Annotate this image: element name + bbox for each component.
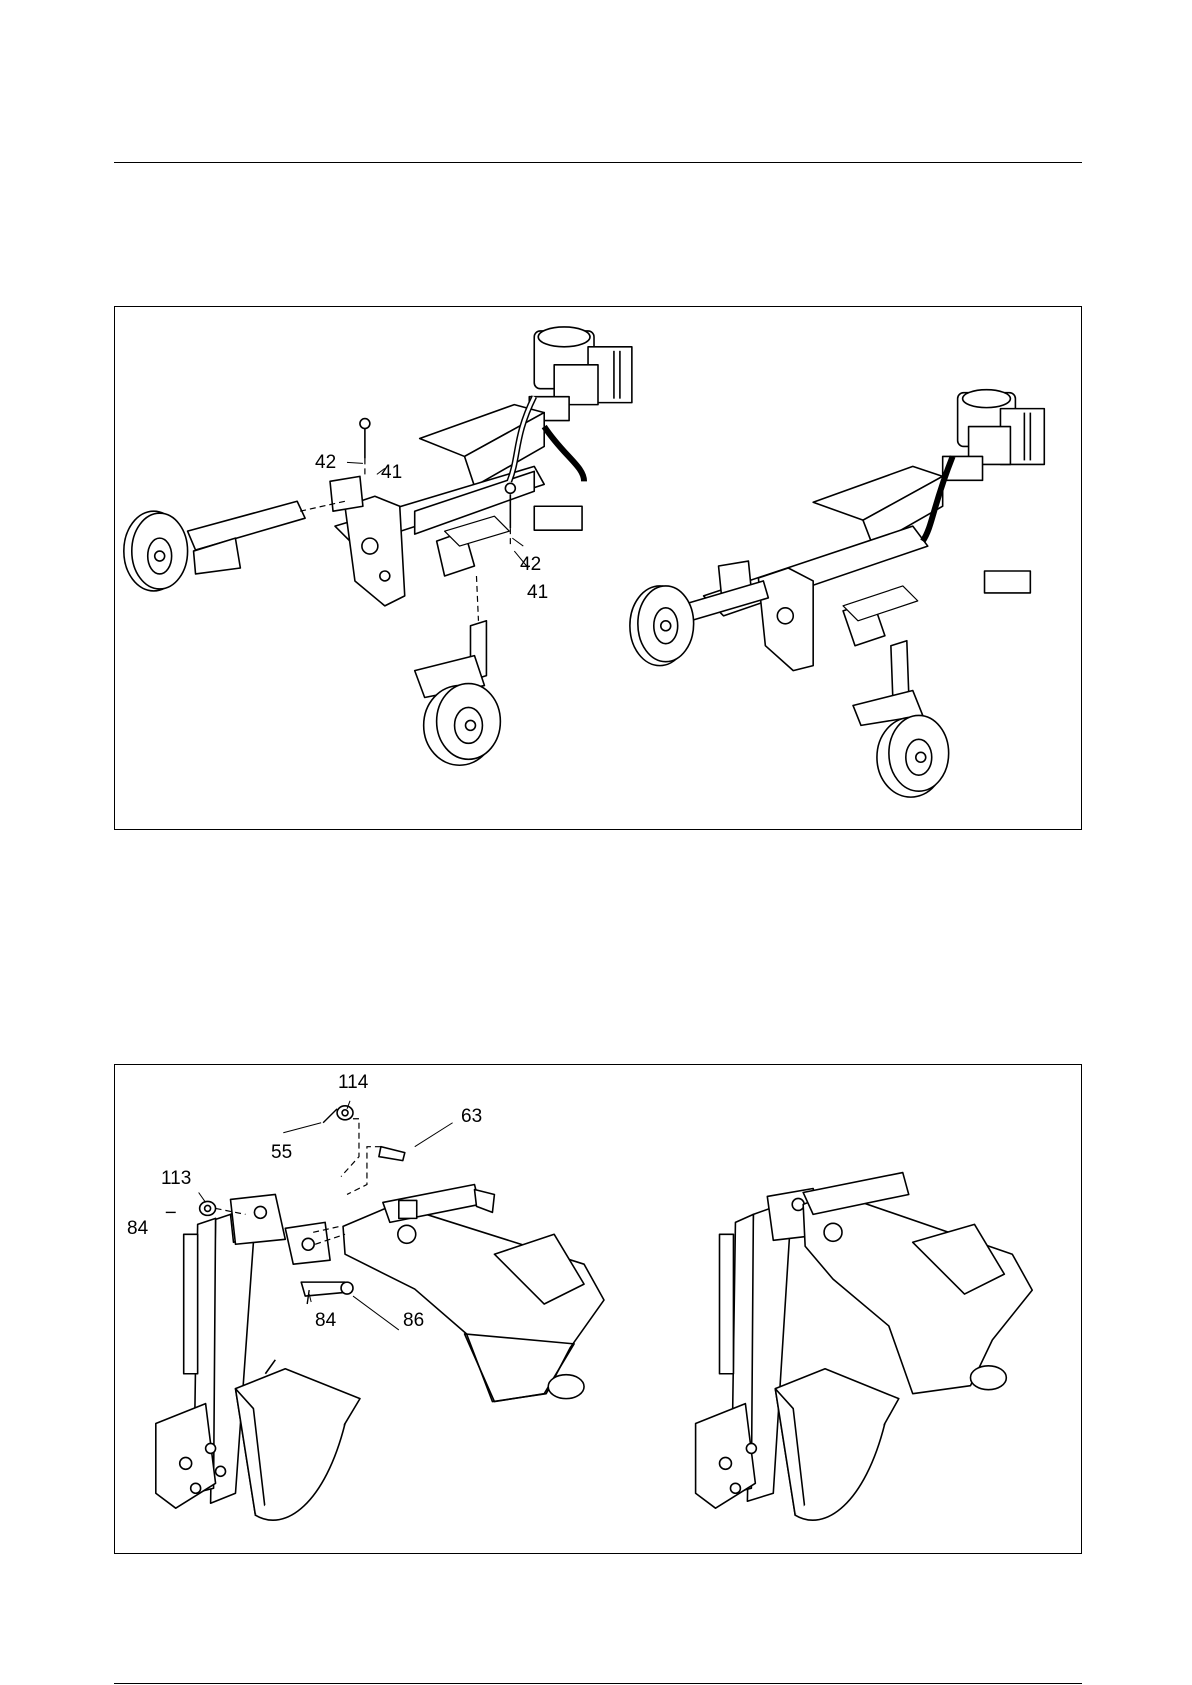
callout-113: 113 (161, 1169, 191, 1188)
engine-exploded (529, 327, 632, 421)
header-rule (114, 162, 1082, 163)
callout-42-lower: 42 (520, 555, 541, 574)
figure-arm-assembly: 114 63 55 113 84 84 86 (114, 1064, 1082, 1554)
left-wheel-assembled (630, 586, 694, 666)
callout-42-upper: 42 (315, 453, 336, 472)
callout-84-left: 84 (127, 1219, 148, 1238)
left-wheel-exploded (124, 511, 188, 591)
callout-41-upper: 41 (381, 463, 402, 482)
callout-55: 55 (271, 1143, 292, 1162)
callout-41-lower: 41 (527, 583, 548, 602)
callout-84-lower: 84 (315, 1311, 336, 1330)
footer-rule (114, 1683, 1082, 1684)
callout-86: 86 (403, 1311, 424, 1330)
callout-63: 63 (461, 1107, 482, 1126)
engine-assembled (943, 390, 1045, 481)
lower-wheel-exploded (424, 684, 501, 766)
bucket-assembled (775, 1369, 898, 1520)
wheel-assembly-drawing (115, 307, 1081, 829)
lower-wheel-assembled (877, 715, 949, 797)
arm-assembly-drawing (115, 1065, 1081, 1553)
callout-114: 114 (338, 1073, 368, 1092)
bucket-exploded (235, 1360, 359, 1520)
figure-wheel-assembly: 42 41 42 41 (114, 306, 1082, 830)
